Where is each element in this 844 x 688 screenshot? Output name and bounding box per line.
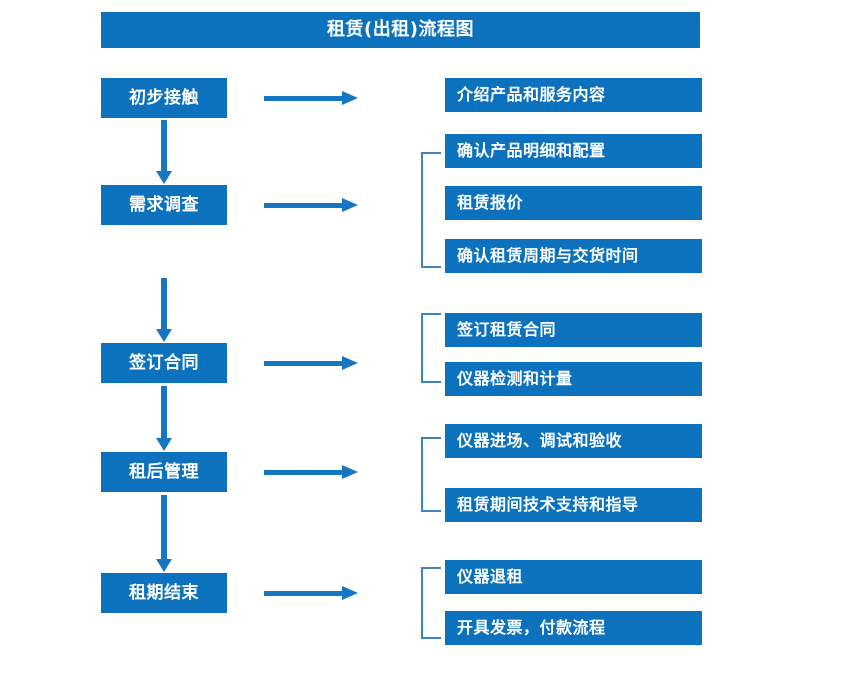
- stage-label: 租期结束: [129, 582, 199, 603]
- stage-box-lease-end[interactable]: 租期结束: [101, 573, 227, 613]
- arrow-head: [342, 586, 358, 600]
- detail-label: 开具发票，付款流程: [457, 618, 606, 637]
- arrow-shaft: [264, 203, 344, 208]
- arrow-head: [156, 438, 172, 451]
- group-bracket-lease-end: [421, 567, 441, 639]
- arrow-shaft: [264, 591, 344, 596]
- detail-box-invoice-payment[interactable]: 开具发票，付款流程: [445, 611, 702, 645]
- detail-label: 介绍产品和服务内容: [457, 85, 606, 104]
- detail-box-instrument-test[interactable]: 仪器检测和计量: [445, 362, 702, 396]
- arrow-shaft: [161, 278, 167, 329]
- detail-box-sign-rental-contract[interactable]: 签订租赁合同: [445, 313, 702, 347]
- detail-box-tech-support[interactable]: 租赁期间技术支持和指导: [445, 488, 702, 522]
- detail-label: 租赁报价: [457, 193, 524, 212]
- detail-box-introduce-products[interactable]: 介绍产品和服务内容: [445, 78, 702, 112]
- detail-label: 租赁期间技术支持和指导: [457, 495, 639, 514]
- horizontal-arrow-lease-end: [264, 586, 358, 600]
- detail-box-confirm-spec-config[interactable]: 确认产品明细和配置: [445, 134, 702, 168]
- arrow-shaft: [161, 386, 167, 438]
- detail-box-instrument-onsite[interactable]: 仪器进场、调试和验收: [445, 424, 702, 458]
- arrow-shaft: [161, 120, 167, 171]
- chart-title: 租赁(出租)流程图: [327, 19, 474, 40]
- stage-label: 初步接触: [129, 87, 199, 108]
- detail-label: 仪器检测和计量: [457, 369, 573, 388]
- arrow-head: [156, 329, 172, 342]
- arrow-head: [342, 465, 358, 479]
- arrow-head: [156, 171, 172, 184]
- horizontal-arrow-initial-contact: [264, 91, 358, 105]
- stage-label: 需求调查: [129, 194, 199, 215]
- vertical-arrow-3: [156, 386, 172, 451]
- stage-label: 签订合同: [129, 352, 199, 373]
- detail-box-confirm-period[interactable]: 确认租赁周期与交货时间: [445, 239, 702, 273]
- detail-label: 仪器退租: [457, 567, 524, 586]
- stage-label: 租后管理: [129, 461, 199, 482]
- group-bracket-post-rental-mgmt: [421, 437, 441, 512]
- horizontal-arrow-needs-survey: [264, 198, 358, 212]
- vertical-arrow-2: [156, 278, 172, 342]
- detail-box-rental-quote[interactable]: 租赁报价: [445, 186, 702, 220]
- arrow-shaft: [264, 96, 344, 101]
- stage-box-initial-contact[interactable]: 初步接触: [101, 78, 227, 118]
- detail-label: 签订租赁合同: [457, 320, 557, 339]
- vertical-arrow-1: [156, 120, 172, 184]
- group-bracket-needs-survey: [421, 152, 441, 268]
- detail-label: 确认产品明细和配置: [457, 141, 606, 160]
- group-bracket-sign-contract: [421, 313, 441, 383]
- vertical-arrow-4: [156, 495, 172, 572]
- detail-label: 仪器进场、调试和验收: [457, 431, 623, 450]
- stage-box-post-rental-mgmt[interactable]: 租后管理: [101, 452, 227, 492]
- chart-title-bar: 租赁(出租)流程图: [101, 12, 700, 48]
- arrow-shaft: [264, 470, 344, 475]
- arrow-shaft: [161, 495, 167, 559]
- arrow-head: [342, 356, 358, 370]
- detail-label: 确认租赁周期与交货时间: [457, 246, 639, 265]
- arrow-head: [156, 559, 172, 572]
- horizontal-arrow-sign-contract: [264, 356, 358, 370]
- horizontal-arrow-post-rental-mgmt: [264, 465, 358, 479]
- arrow-head: [342, 198, 358, 212]
- detail-box-instrument-return[interactable]: 仪器退租: [445, 560, 702, 594]
- stage-box-needs-survey[interactable]: 需求调查: [101, 185, 227, 225]
- arrow-head: [342, 91, 358, 105]
- stage-box-sign-contract[interactable]: 签订合同: [101, 343, 227, 383]
- arrow-shaft: [264, 361, 344, 366]
